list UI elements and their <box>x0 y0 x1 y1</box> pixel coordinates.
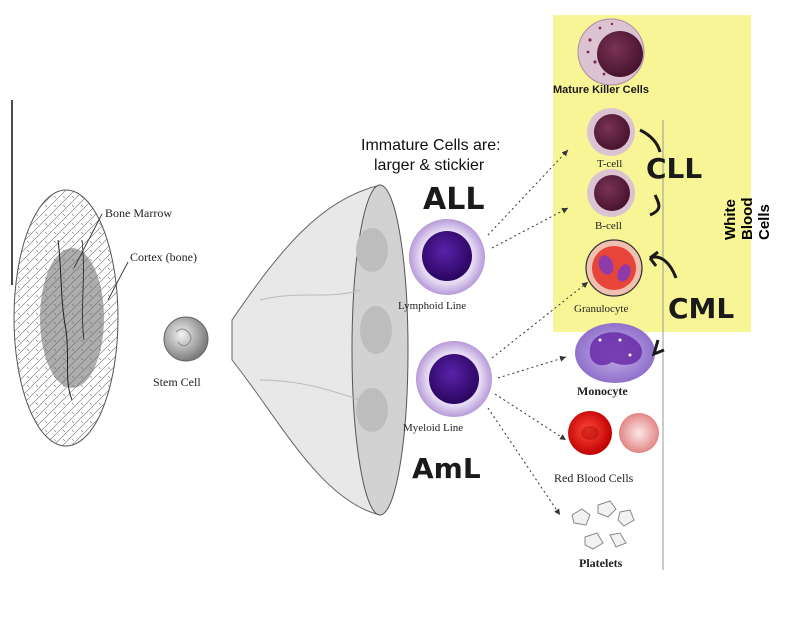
b-cell-drawing <box>587 169 635 217</box>
lymphoid-line-label: Lymphoid Line <box>398 300 467 312</box>
platelets-label: Platelets <box>579 556 623 570</box>
lymphoid-cell-drawing <box>409 219 485 295</box>
b-cell-label: B-cell <box>595 220 622 232</box>
myeloid-cell-drawing <box>416 341 492 417</box>
immature-note-line1: Immature Cells are: <box>361 137 501 154</box>
bone-marrow-drawing <box>13 189 119 447</box>
all-annotation: ALL <box>423 182 485 217</box>
platelets-drawing <box>571 500 635 550</box>
mature-killer-cell-drawing <box>577 18 645 86</box>
monocyte-label: Monocyte <box>577 384 628 398</box>
mature-killer-label: Mature Killer Cells <box>553 84 649 96</box>
immature-note-line2: larger & stickier <box>374 157 485 174</box>
cml-annotation: CML <box>668 292 735 325</box>
bone-marrow-label: Bone Marrow <box>105 206 172 220</box>
granulocyte-label: Granulocyte <box>574 303 629 315</box>
cone-drawing <box>231 184 409 516</box>
t-cell-drawing <box>587 108 635 156</box>
aml-annotation: AmL <box>412 452 481 485</box>
white-blood-cells-label: White Blood Cells <box>722 197 773 241</box>
cortex-label: Cortex (bone) <box>130 250 197 264</box>
red-blood-cells-label: Red Blood Cells <box>554 471 634 485</box>
red-blood-cells-drawing <box>568 411 659 455</box>
monocyte-drawing <box>575 323 655 383</box>
myeloid-line-label: Myeloid Line <box>403 422 464 434</box>
stem-cell-label: Stem Cell <box>153 375 201 389</box>
granulocyte-drawing <box>585 239 643 297</box>
t-cell-label: T-cell <box>597 158 623 170</box>
stem-cell-drawing <box>163 316 209 362</box>
cll-annotation: CLL <box>646 152 703 185</box>
